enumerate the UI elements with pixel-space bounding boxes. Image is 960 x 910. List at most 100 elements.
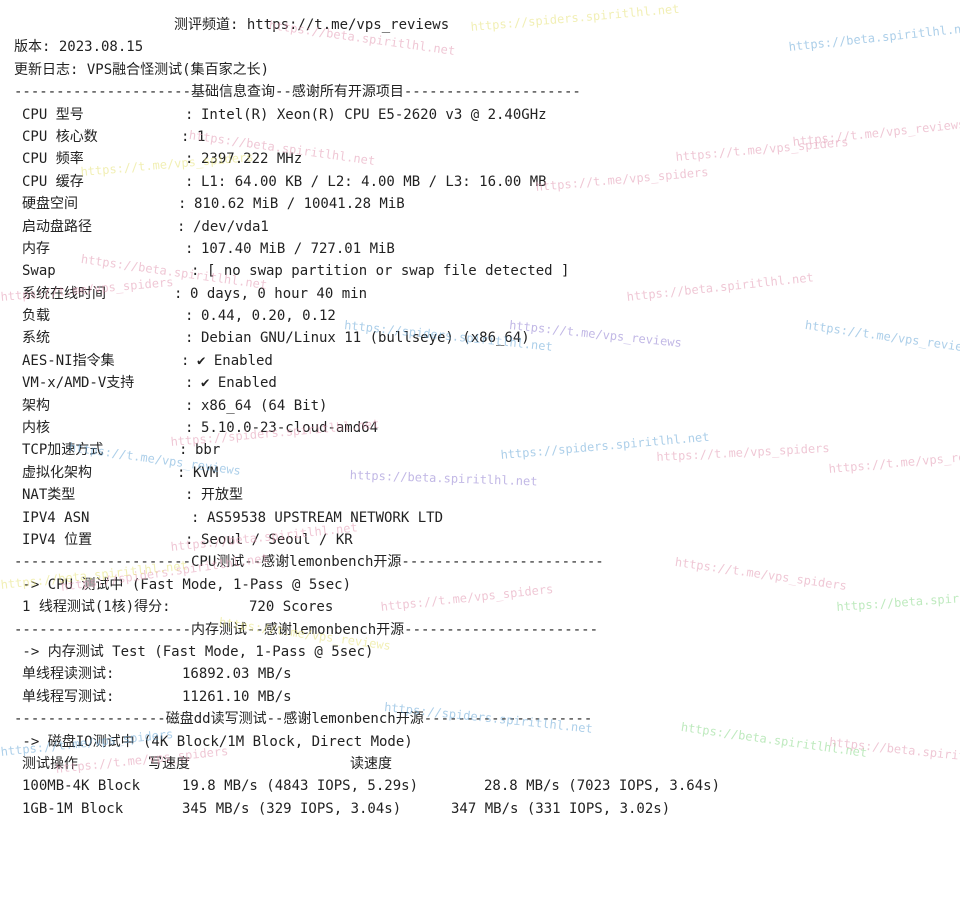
channel-line: 测评频道: https://t.me/vps_reviews (14, 14, 960, 36)
disk-row-read: 28.8 MB/s (7023 IOPS, 3.64s) (484, 778, 721, 795)
basic-info-separator: : (185, 397, 202, 414)
basic-info-separator: : (185, 375, 202, 392)
basic-info-separator: : (185, 240, 202, 257)
basic-info-row: 负载: 0.44, 0.20, 0.12 (14, 305, 960, 327)
basic-info-row: 系统在线时间: 0 days, 0 hour 40 min (14, 283, 960, 305)
basic-info-row: Swap: [ no swap partition or swap file d… (14, 260, 960, 282)
basic-info-key: TCP加速方式 (22, 442, 104, 459)
basic-info-value: AS59538 UPSTREAM NETWORK LTD (207, 509, 444, 526)
changelog-line: 更新日志: VPS融合怪测试(集百家之长) (14, 61, 270, 78)
basic-info-value: [ no swap partition or swap file detecte… (207, 263, 570, 280)
basic-info-value: 0.44, 0.20, 0.12 (201, 308, 336, 325)
memory-write-value: 11261.10 MB/s (182, 688, 292, 705)
disk-row-write: 345 MB/s (329 IOPS, 3.04s) (182, 800, 402, 817)
disk-row-op: 100MB-4K Block (22, 778, 141, 795)
basic-info-key: IPV4 ASN (22, 509, 90, 526)
cpu-score-line: 1 线程测试(1核)得分: 720 Scores (14, 596, 960, 618)
memory-read-value: 16892.03 MB/s (182, 666, 292, 683)
disk-table-header: 测试操作 写速度 读速度 (14, 753, 960, 775)
basic-info-separator: : (181, 352, 198, 369)
basic-info-row: 硬盘空间: 810.62 MiB / 10041.28 MiB (14, 193, 960, 215)
basic-info-value: x86_64 (64 Bit) (201, 397, 328, 414)
basic-info-separator: : (185, 487, 202, 504)
basic-info-row: 虚拟化架构: KVM (14, 462, 960, 484)
basic-info-key: 虚拟化架构 (22, 464, 92, 481)
section-memory-header: ---------------------内存测试--感谢lemonbench开… (14, 621, 599, 638)
basic-info-key: 内核 (22, 420, 50, 437)
basic-info-key: NAT类型 (22, 487, 76, 504)
basic-info-row: CPU 频率: 2397.222 MHz (14, 148, 960, 170)
basic-info-value: bbr (195, 442, 221, 459)
cpu-score-value: 720 Scores (249, 599, 334, 616)
disk-row-read: 347 MB/s (331 IOPS, 3.02s) (451, 800, 671, 817)
basic-info-row: 启动盘路径: /dev/vda1 (14, 216, 960, 238)
basic-info-key: 系统在线时间 (22, 285, 106, 302)
basic-info-row: CPU 型号: Intel(R) Xeon(R) CPU E5-2620 v3 … (14, 104, 960, 126)
section-basic-header: ---------------------基础信息查询--感谢所有开源项目---… (14, 84, 581, 101)
basic-info-value: /dev/vda1 (193, 218, 269, 235)
basic-info-key: 系统 (22, 330, 50, 347)
section-cpu-header: ---------------------CPU测试--感谢lemonbench… (14, 554, 604, 571)
basic-info-key: CPU 缓存 (22, 173, 84, 190)
basic-info-key: CPU 核心数 (22, 128, 98, 145)
cpu-score-label: 1 线程测试(1核)得分: (22, 599, 171, 616)
cpu-test-mode: -> CPU 测试中 (Fast Mode, 1-Pass @ 5sec) (14, 576, 352, 593)
basic-info-key: 内存 (22, 240, 50, 257)
basic-info-key: 硬盘空间 (22, 196, 78, 213)
basic-info-separator: : (185, 308, 202, 325)
basic-info-value: 0 days, 0 hour 40 min (190, 285, 368, 302)
basic-info-value: KVM (193, 464, 219, 481)
basic-info-value: L1: 64.00 KB / L2: 4.00 MB / L3: 16.00 M… (201, 173, 547, 190)
disk-header-write: 写速度 (148, 755, 190, 772)
basic-info-row: AES-NI指令集: ✔ Enabled (14, 350, 960, 372)
basic-info-value: Seoul / Seoul / KR (201, 531, 353, 548)
basic-info-value: 5.10.0-23-cloud-amd64 (201, 420, 379, 437)
basic-info-separator: : (177, 218, 194, 235)
memory-read-label: 单线程读测试: (22, 666, 115, 683)
basic-info-key: IPV4 位置 (22, 531, 93, 548)
basic-info-separator: : (174, 285, 191, 302)
memory-write-label: 单线程写测试: (22, 688, 115, 705)
basic-info-row: 内核: 5.10.0-23-cloud-amd64 (14, 417, 960, 439)
basic-info-row: 系统: Debian GNU/Linux 11 (bullseye) (x86_… (14, 327, 960, 349)
basic-info-value: Debian GNU/Linux 11 (bullseye) (x86_64) (201, 330, 530, 347)
basic-info-separator: : (185, 151, 202, 168)
disk-header-read: 读速度 (350, 755, 392, 772)
basic-info-value: 开放型 (201, 487, 243, 504)
basic-info-separator: : (185, 330, 202, 347)
basic-info-list: CPU 型号: Intel(R) Xeon(R) CPU E5-2620 v3 … (14, 104, 960, 552)
basic-info-row: IPV4 位置: Seoul / Seoul / KR (14, 529, 960, 551)
basic-info-row: CPU 核心数: 1 (14, 126, 960, 148)
basic-info-value: 1 (197, 128, 206, 145)
basic-info-value: 810.62 MiB / 10041.28 MiB (194, 196, 405, 213)
basic-info-value: ✔ Enabled (201, 375, 277, 392)
basic-info-separator: : (185, 173, 202, 190)
basic-info-separator: : (178, 196, 195, 213)
basic-info-value: ✔ Enabled (197, 352, 273, 369)
memory-write-line: 单线程写测试: 11261.10 MB/s (14, 686, 960, 708)
basic-info-separator: : (191, 263, 208, 280)
basic-info-key: Swap (22, 263, 56, 280)
basic-info-value: Intel(R) Xeon(R) CPU E5-2620 v3 @ 2.40GH… (201, 106, 547, 123)
basic-info-separator: : (181, 128, 198, 145)
basic-info-row: TCP加速方式: bbr (14, 439, 960, 461)
section-disk-header: ------------------磁盘dd读写测试--感谢lemonbench… (14, 711, 593, 728)
basic-info-row: 内存: 107.40 MiB / 727.01 MiB (14, 238, 960, 260)
disk-test-mode: -> 磁盘IO测试中 (4K Block/1M Block, Direct Mo… (14, 733, 413, 750)
basic-info-key: 架构 (22, 397, 50, 414)
version-line: 版本: 2023.08.15 (14, 39, 144, 56)
basic-info-key: VM-x/AMD-V支持 (22, 375, 135, 392)
basic-info-value: 107.40 MiB / 727.01 MiB (201, 240, 395, 257)
disk-header-op: 测试操作 (22, 755, 78, 772)
disk-row-1m: 1GB-1M Block 345 MB/s (329 IOPS, 3.04s) … (14, 798, 960, 820)
basic-info-separator: : (185, 420, 202, 437)
basic-info-separator: : (179, 442, 196, 459)
basic-info-separator: : (185, 531, 202, 548)
channel-text: 测评频道: https://t.me/vps_reviews (174, 17, 450, 33)
basic-info-key: 负载 (22, 308, 50, 325)
basic-info-value: 2397.222 MHz (201, 151, 303, 168)
terminal-output: 测评频道: https://t.me/vps_reviews 版本: 2023.… (14, 14, 960, 820)
basic-info-key: AES-NI指令集 (22, 352, 115, 369)
basic-info-separator: : (177, 464, 194, 481)
memory-read-line: 单线程读测试: 16892.03 MB/s (14, 663, 960, 685)
